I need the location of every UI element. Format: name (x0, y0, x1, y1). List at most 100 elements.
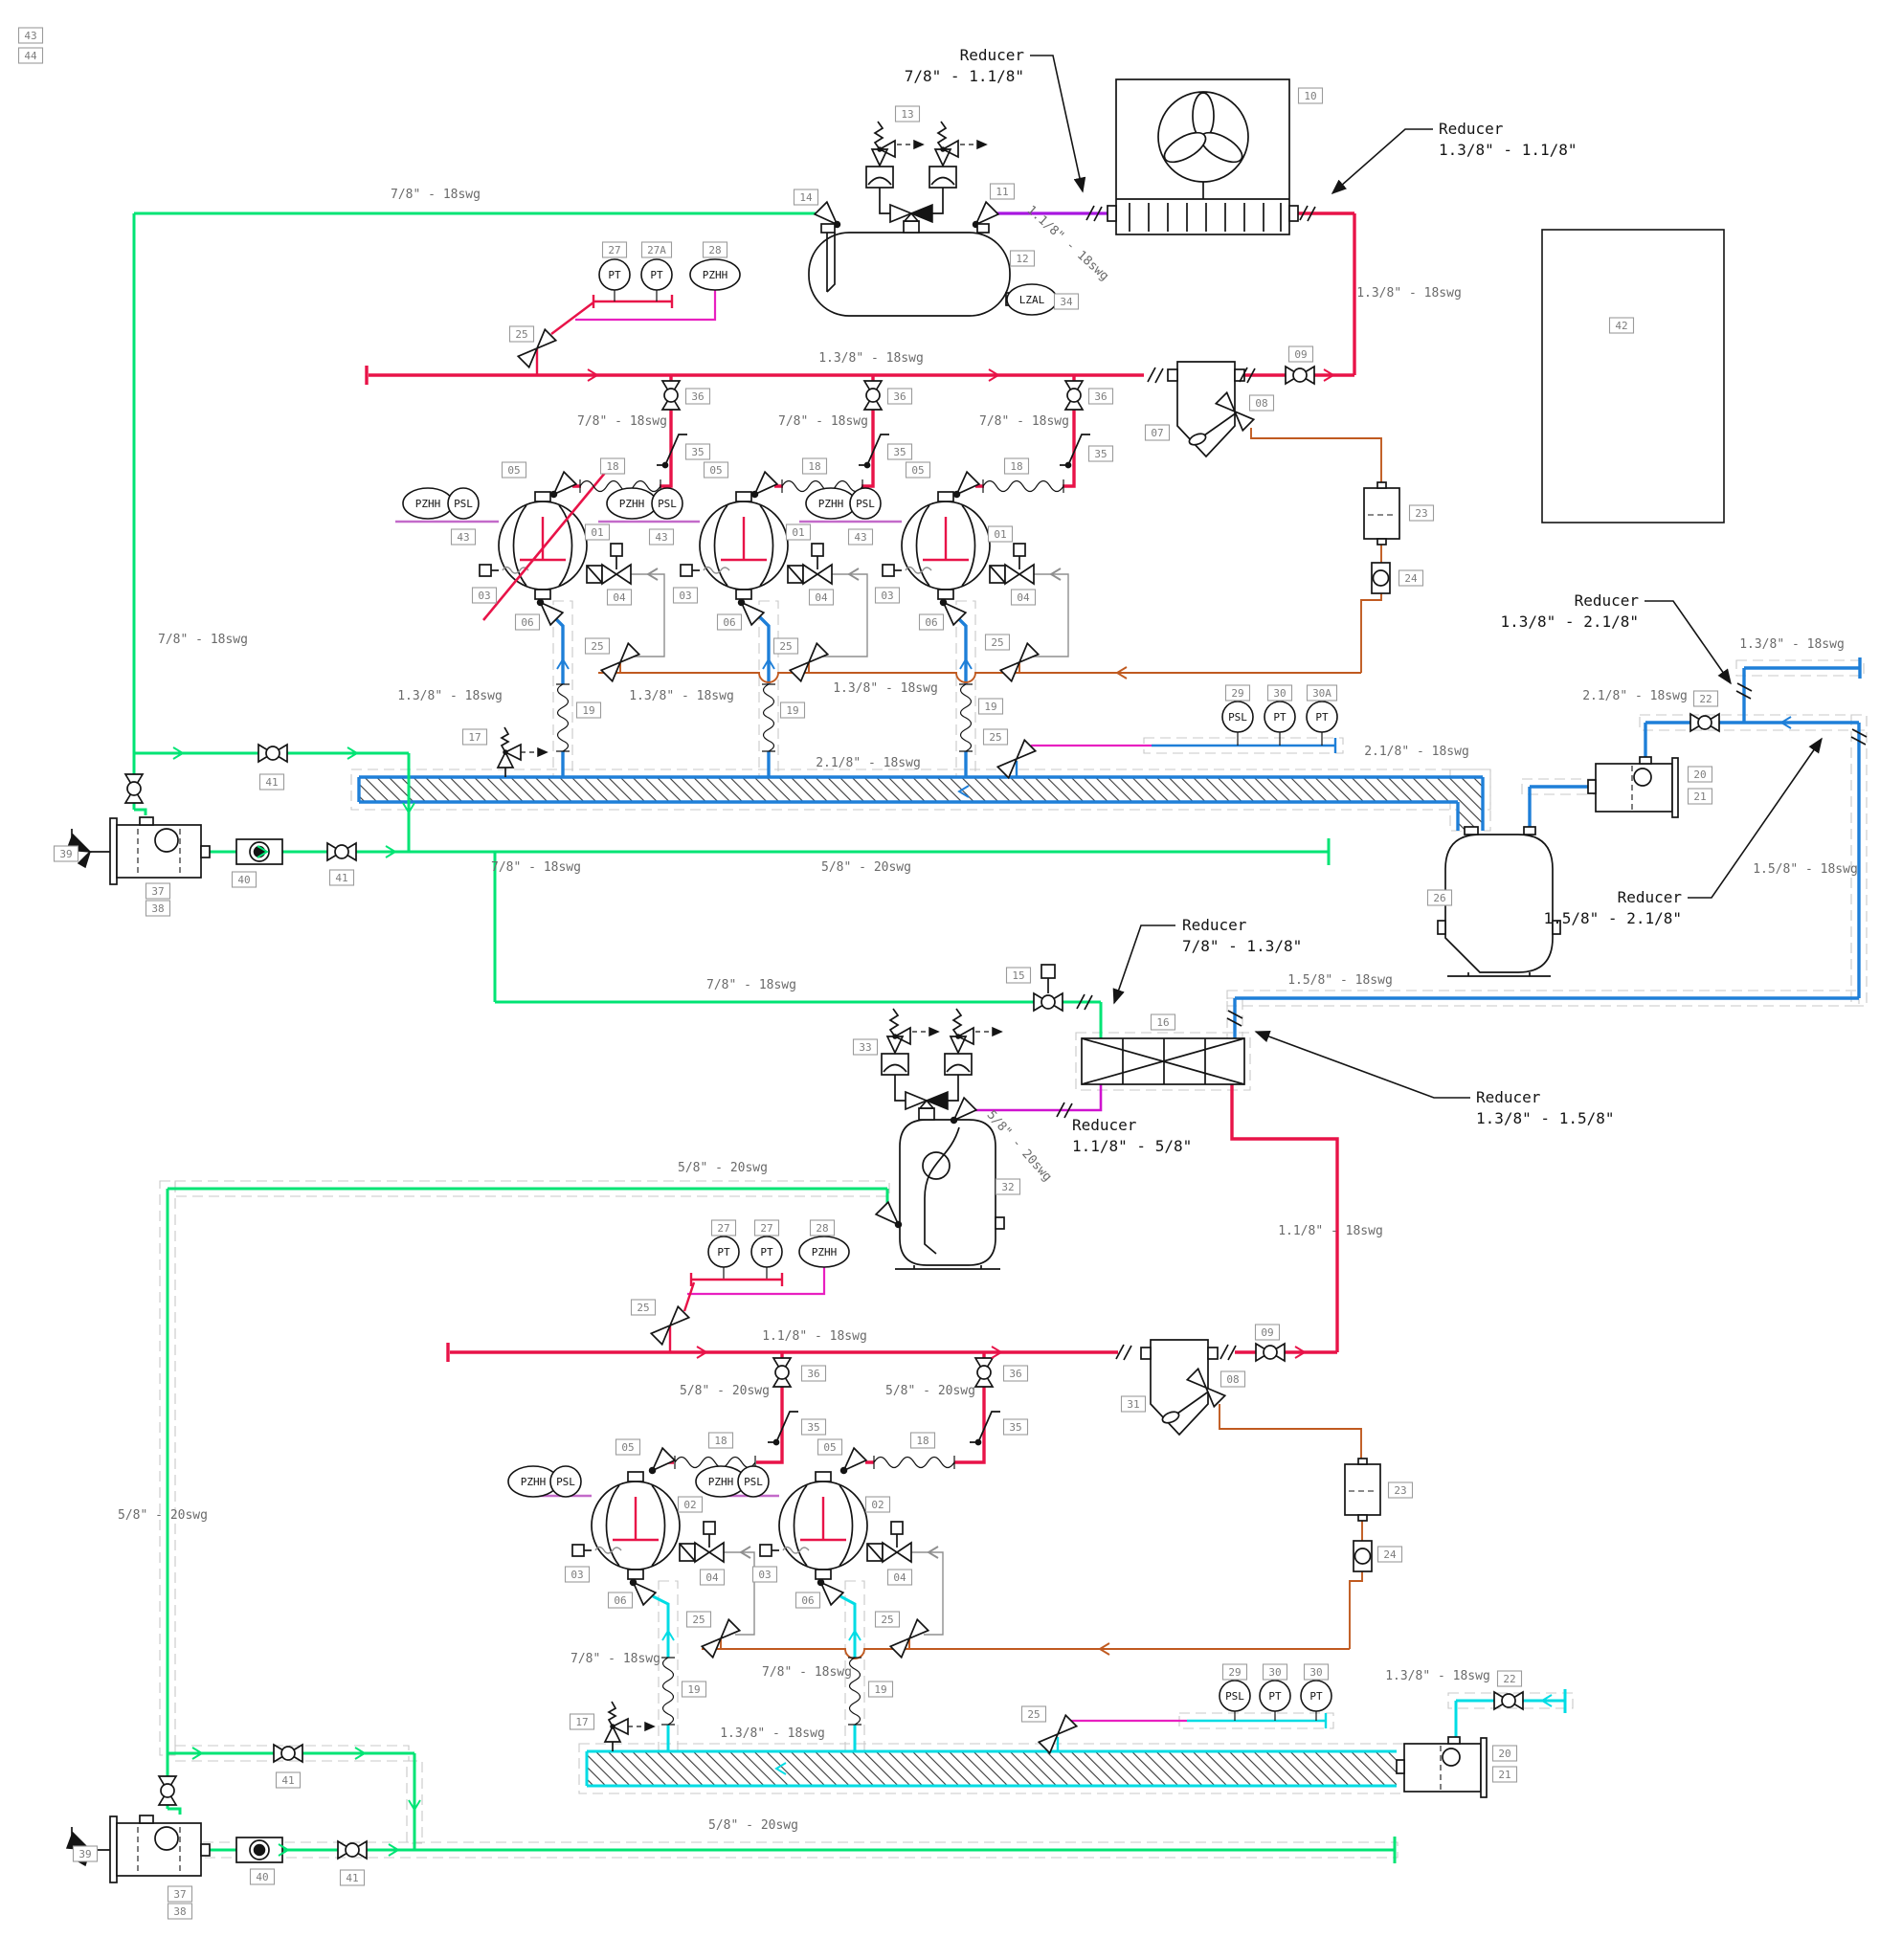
svg-text:08: 08 (1255, 397, 1267, 410)
tag-25: 25 (685, 1611, 712, 1628)
svg-text:43: 43 (457, 531, 469, 544)
tag-41: 41 (339, 1869, 366, 1886)
tag-05: 05 (703, 461, 729, 479)
svg-text:21: 21 (1498, 1769, 1510, 1781)
svg-text:09: 09 (1261, 1326, 1273, 1339)
svg-text:31: 31 (1127, 1398, 1139, 1411)
svg-text:20: 20 (1693, 768, 1706, 781)
svg-text:01: 01 (994, 528, 1006, 541)
tag-03: 03 (471, 587, 498, 604)
svg-text:04: 04 (1017, 591, 1030, 604)
compressor-02-a (571, 1470, 682, 1581)
tag-08: 08 (1220, 1370, 1246, 1388)
svg-text:PT: PT (1268, 1690, 1282, 1703)
svg-text:1.3/8" - 1.1/8": 1.3/8" - 1.1/8" (1439, 141, 1578, 159)
svg-text:7/8" - 18swg: 7/8" - 18swg (706, 978, 796, 992)
svg-text:25: 25 (1027, 1708, 1040, 1721)
instrument-pzhh: PZHH (798, 1236, 850, 1268)
pipes-cyan-bottom (652, 1594, 1567, 1751)
reducer-note: Reducer 1.3/8" - 1.1/8" (1331, 120, 1578, 195)
svg-text:39: 39 (78, 1848, 91, 1860)
svg-text:30A: 30A (1312, 687, 1331, 700)
svg-text:5/8" - 20swg: 5/8" - 20swg (678, 1161, 768, 1175)
tag-44: 44 (17, 47, 44, 64)
svg-text:20: 20 (1498, 1748, 1510, 1760)
svg-text:35: 35 (1094, 448, 1107, 460)
tag-02: 02 (677, 1496, 704, 1513)
svg-text:22: 22 (1503, 1673, 1515, 1685)
svg-text:PT: PT (717, 1246, 730, 1258)
pipes-green (132, 212, 1397, 1863)
tag-09: 09 (1287, 345, 1314, 363)
tag-05: 05 (817, 1438, 843, 1456)
svg-text:38: 38 (151, 902, 164, 915)
svg-text:Reducer: Reducer (960, 46, 1025, 64)
tag-08: 08 (1248, 394, 1275, 412)
svg-text:1.5/8" - 18swg: 1.5/8" - 18swg (1287, 973, 1393, 988)
svg-text:05: 05 (621, 1441, 634, 1454)
svg-text:03: 03 (571, 1569, 583, 1581)
valve-04 (586, 543, 632, 585)
svg-text:25: 25 (779, 640, 792, 653)
svg-text:04: 04 (893, 1571, 906, 1584)
box-42 (1541, 229, 1725, 523)
tag-36: 36 (1087, 388, 1114, 405)
svg-text:25: 25 (637, 1302, 649, 1314)
svg-text:26: 26 (1433, 892, 1445, 904)
suction-hx-20-top (1587, 756, 1679, 818)
vessel-12-receiver (808, 232, 1016, 317)
svg-text:01: 01 (792, 526, 804, 539)
svg-text:5/8" - 20swg: 5/8" - 20swg (821, 860, 911, 875)
instrument-pzhh: PZHH (507, 1465, 559, 1498)
tag-06: 06 (716, 613, 743, 631)
svg-text:PSL: PSL (856, 498, 875, 510)
tag-36: 36 (684, 388, 711, 405)
instrument-pt: PT (1300, 1680, 1332, 1712)
tag-40: 40 (231, 871, 257, 888)
svg-text:39: 39 (59, 848, 72, 860)
instrument-pt: PT (750, 1236, 783, 1268)
svg-text:Reducer: Reducer (1476, 1088, 1541, 1106)
svg-text:27: 27 (717, 1222, 729, 1235)
svg-text:Reducer: Reducer (1439, 120, 1504, 138)
svg-text:25: 25 (515, 328, 527, 341)
oil-strainer-40-bottom (235, 1837, 283, 1863)
svg-text:1.5/8" - 18swg: 1.5/8" - 18swg (1753, 862, 1858, 877)
tag-38: 38 (167, 1903, 193, 1920)
svg-text:34: 34 (1060, 296, 1073, 308)
tag-39: 39 (72, 1845, 99, 1862)
svg-text:1.3/8" - 18swg: 1.3/8" - 18swg (1385, 1669, 1490, 1683)
svg-text:35: 35 (1009, 1421, 1021, 1434)
tag-17: 17 (569, 1713, 595, 1730)
svg-text:17: 17 (575, 1716, 588, 1728)
tag-25: 25 (772, 637, 799, 655)
tag-01: 01 (584, 523, 611, 541)
tag-04: 04 (1010, 589, 1037, 606)
suction-manifold-top (357, 775, 1485, 831)
svg-text:37: 37 (151, 885, 164, 898)
suction-manifold-bottom (585, 1749, 1397, 1788)
instrument-pzhh: PZHH (805, 487, 857, 520)
tag-24: 24 (1398, 569, 1424, 587)
svg-text:18: 18 (808, 460, 820, 473)
svg-text:PZHH: PZHH (619, 498, 645, 510)
svg-text:38: 38 (173, 1905, 186, 1918)
svg-text:23: 23 (1415, 507, 1427, 520)
svg-text:05: 05 (507, 464, 520, 477)
valve-15-globe (1033, 964, 1063, 1012)
svg-text:25: 25 (991, 636, 1003, 649)
svg-text:06: 06 (801, 1594, 814, 1607)
tag-35: 35 (1087, 445, 1114, 462)
tag-27: 27 (753, 1219, 780, 1236)
relief-valves-33 (881, 1008, 1002, 1121)
svg-text:19: 19 (786, 704, 798, 717)
svg-text:1.1/8" - 18swg: 1.1/8" - 18swg (1024, 203, 1111, 283)
tag-10: 10 (1297, 87, 1324, 104)
tag-05: 05 (615, 1438, 641, 1456)
tag-37: 37 (167, 1885, 193, 1903)
instrument-psl: PSL (1219, 1680, 1251, 1712)
svg-text:Reducer: Reducer (1618, 888, 1683, 906)
